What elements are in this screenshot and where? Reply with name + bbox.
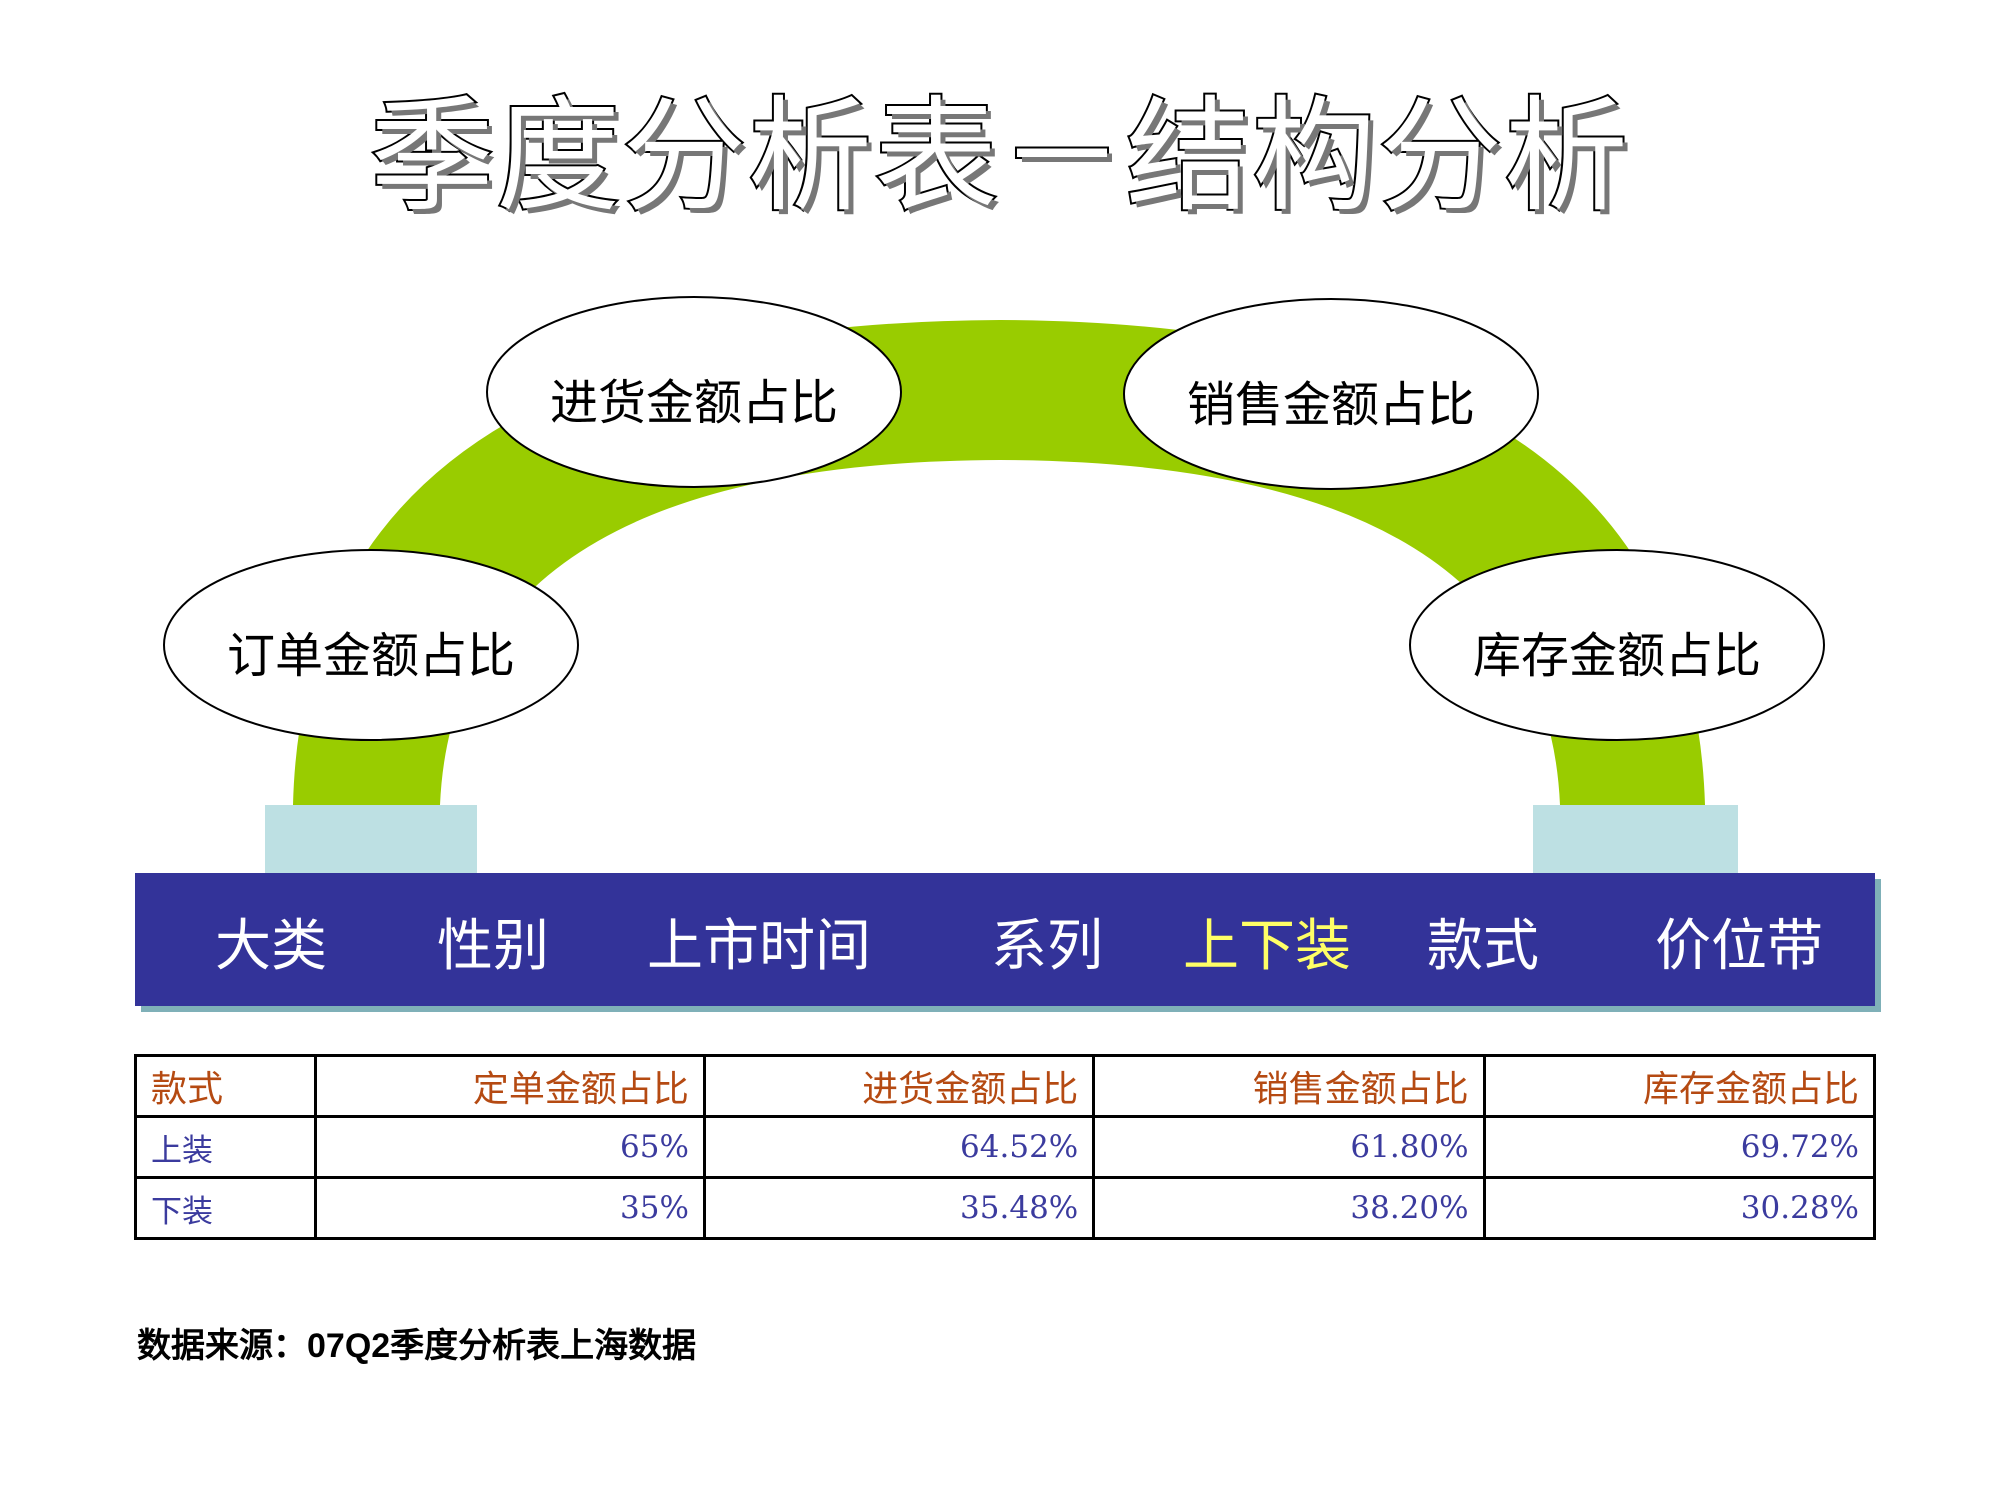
dimension-top-bottom[interactable]: 上下装 <box>1183 914 1351 979</box>
table-row: 上装 65% 64.52% 61.80% 69.72% <box>134 1115 1877 1179</box>
ellipse-purchase <box>486 296 902 488</box>
ellipse-inventory <box>1409 549 1825 741</box>
table-cell: 下装 <box>134 1176 317 1240</box>
table-cell: 上装 <box>134 1115 317 1179</box>
structure-table: 款式 定单金额占比 进货金额占比 销售金额占比 库存金额占比 上装 65% 64… <box>134 1054 1877 1240</box>
table-cell: 35% <box>313 1176 706 1240</box>
table-cell: 30.28% <box>1482 1176 1877 1240</box>
table-header-cell: 款式 <box>134 1054 317 1118</box>
dimension-series[interactable]: 系列 <box>991 914 1103 979</box>
table-row: 下装 35% 35.48% 38.20% 30.28% <box>134 1176 1877 1240</box>
table-cell: 65% <box>313 1115 706 1179</box>
table-header-cell: 进货金额占比 <box>702 1054 1096 1118</box>
page-title: 季度分析表－结构分析 <box>368 83 1630 231</box>
ellipse-label-order: 订单金额占比 <box>226 628 515 684</box>
table-header-cell: 销售金额占比 <box>1092 1054 1486 1118</box>
left-pillar <box>265 805 477 873</box>
ellipse-label-inventory: 库存金额占比 <box>1472 628 1761 684</box>
ellipse-order <box>163 549 579 741</box>
ellipse-label-purchase: 进货金额占比 <box>549 375 838 431</box>
table-header-cell: 定单金额占比 <box>313 1054 706 1118</box>
dimension-style[interactable]: 款式 <box>1427 914 1539 979</box>
table-cell: 35.48% <box>702 1176 1096 1240</box>
dimension-category[interactable]: 大类 <box>215 914 327 979</box>
table-cell: 61.80% <box>1092 1115 1486 1179</box>
dimension-launch-time[interactable]: 上市时间 <box>647 914 871 979</box>
table-cell: 64.52% <box>702 1115 1096 1179</box>
table-header-row: 款式 定单金额占比 进货金额占比 销售金额占比 库存金额占比 <box>134 1054 1877 1118</box>
dimension-gender[interactable]: 性别 <box>437 914 549 979</box>
ellipse-label-sales: 销售金额占比 <box>1186 377 1475 433</box>
dimension-bar: 大类 性别 上市时间 系列 上下装 款式 价位带 <box>135 873 1875 1006</box>
dimension-price-band[interactable]: 价位带 <box>1655 914 1823 979</box>
table-header-cell: 库存金额占比 <box>1482 1054 1877 1118</box>
ellipse-sales <box>1123 298 1539 490</box>
table-cell: 38.20% <box>1092 1176 1486 1240</box>
table-cell: 69.72% <box>1482 1115 1877 1179</box>
data-source-note: 数据来源：07Q2季度分析表上海数据 <box>137 1327 697 1365</box>
right-pillar <box>1533 805 1738 873</box>
